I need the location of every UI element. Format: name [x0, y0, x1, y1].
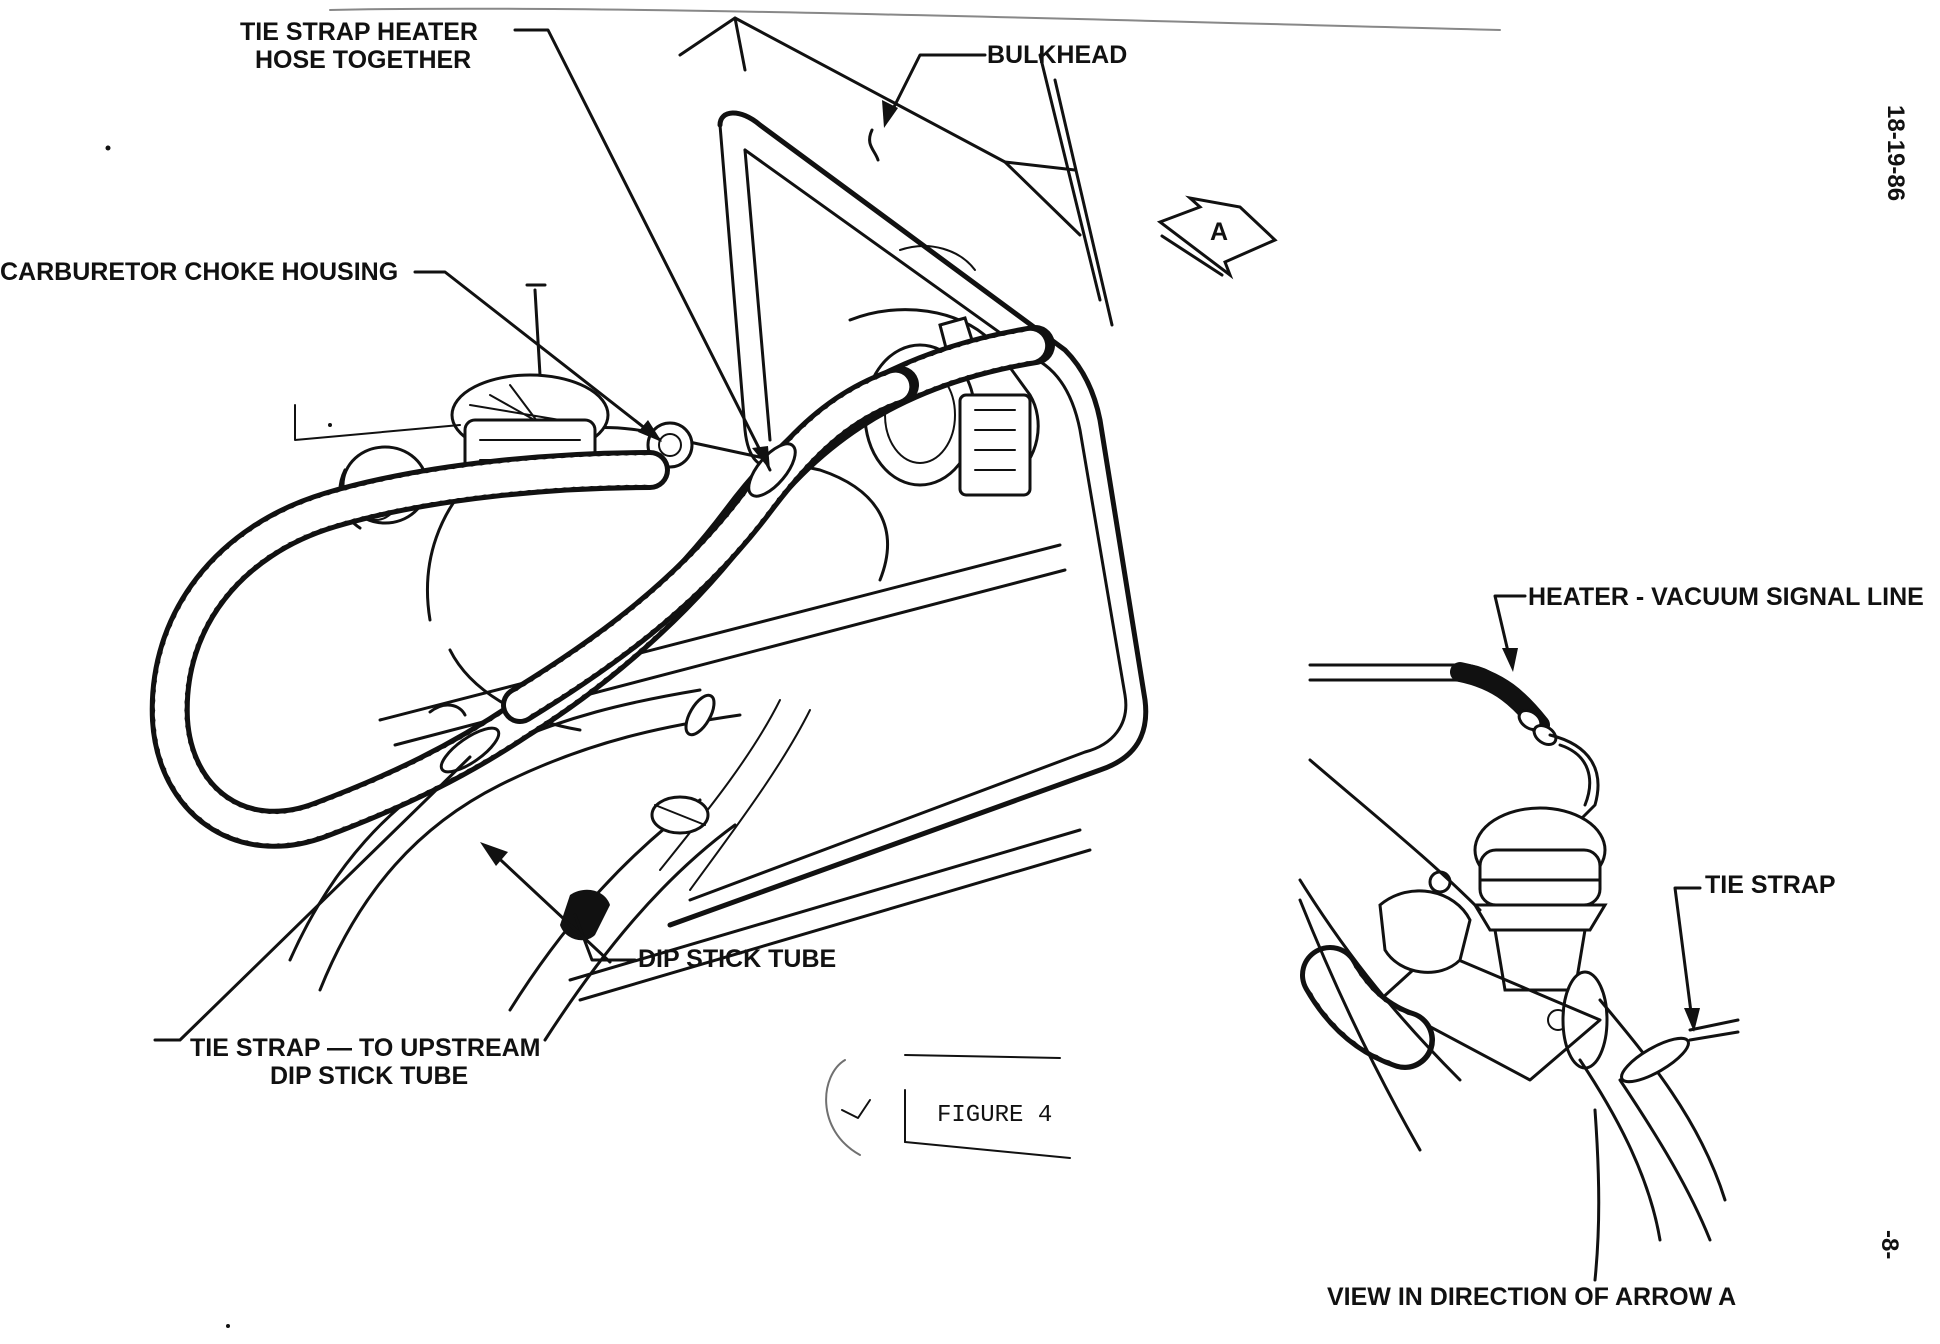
arrow-a-icon: A: [1156, 195, 1278, 280]
label-tie-strap-heater-line2: HOSE TOGETHER: [255, 46, 471, 74]
check-mark-icon: [825, 1059, 871, 1156]
label-view-direction: VIEW IN DIRECTION OF ARROW A: [1327, 1283, 1736, 1311]
tie-strap-clamps-main: [428, 442, 797, 774]
arrow-a-label: A: [1210, 218, 1228, 246]
label-tie-strap: TIE STRAP: [1705, 871, 1836, 899]
label-tie-strap-upstream-line2: DIP STICK TUBE: [270, 1062, 468, 1090]
stray-marks: [105, 145, 461, 1328]
heater-hose-short: [501, 366, 919, 724]
page-number: -8-: [1876, 1230, 1903, 1259]
label-heater-vacuum-signal-line: HEATER - VACUUM SIGNAL LINE: [1528, 583, 1924, 611]
labels: TIE STRAP HEATER HOSE TOGETHER BULKHEAD …: [0, 18, 1924, 1311]
label-bulkhead: BULKHEAD: [987, 41, 1127, 69]
figure-caption-frame: [904, 1054, 1071, 1159]
engine-bay-illustration: [288, 7, 1501, 1042]
label-carburetor-choke-housing: CARBURETOR CHOKE HOUSING: [0, 258, 398, 286]
leader-lines: [153, 28, 987, 1042]
side-code: 18-19-86: [1882, 105, 1909, 201]
label-tie-strap-heater-line1: TIE STRAP HEATER: [240, 18, 478, 46]
figure-caption: FIGURE 4: [937, 1102, 1052, 1129]
label-tie-strap-upstream-line1: TIE STRAP — TO UPSTREAM: [190, 1034, 541, 1062]
label-dip-stick-tube: DIP STICK TUBE: [638, 945, 836, 973]
detail-view: [1298, 594, 1740, 1282]
